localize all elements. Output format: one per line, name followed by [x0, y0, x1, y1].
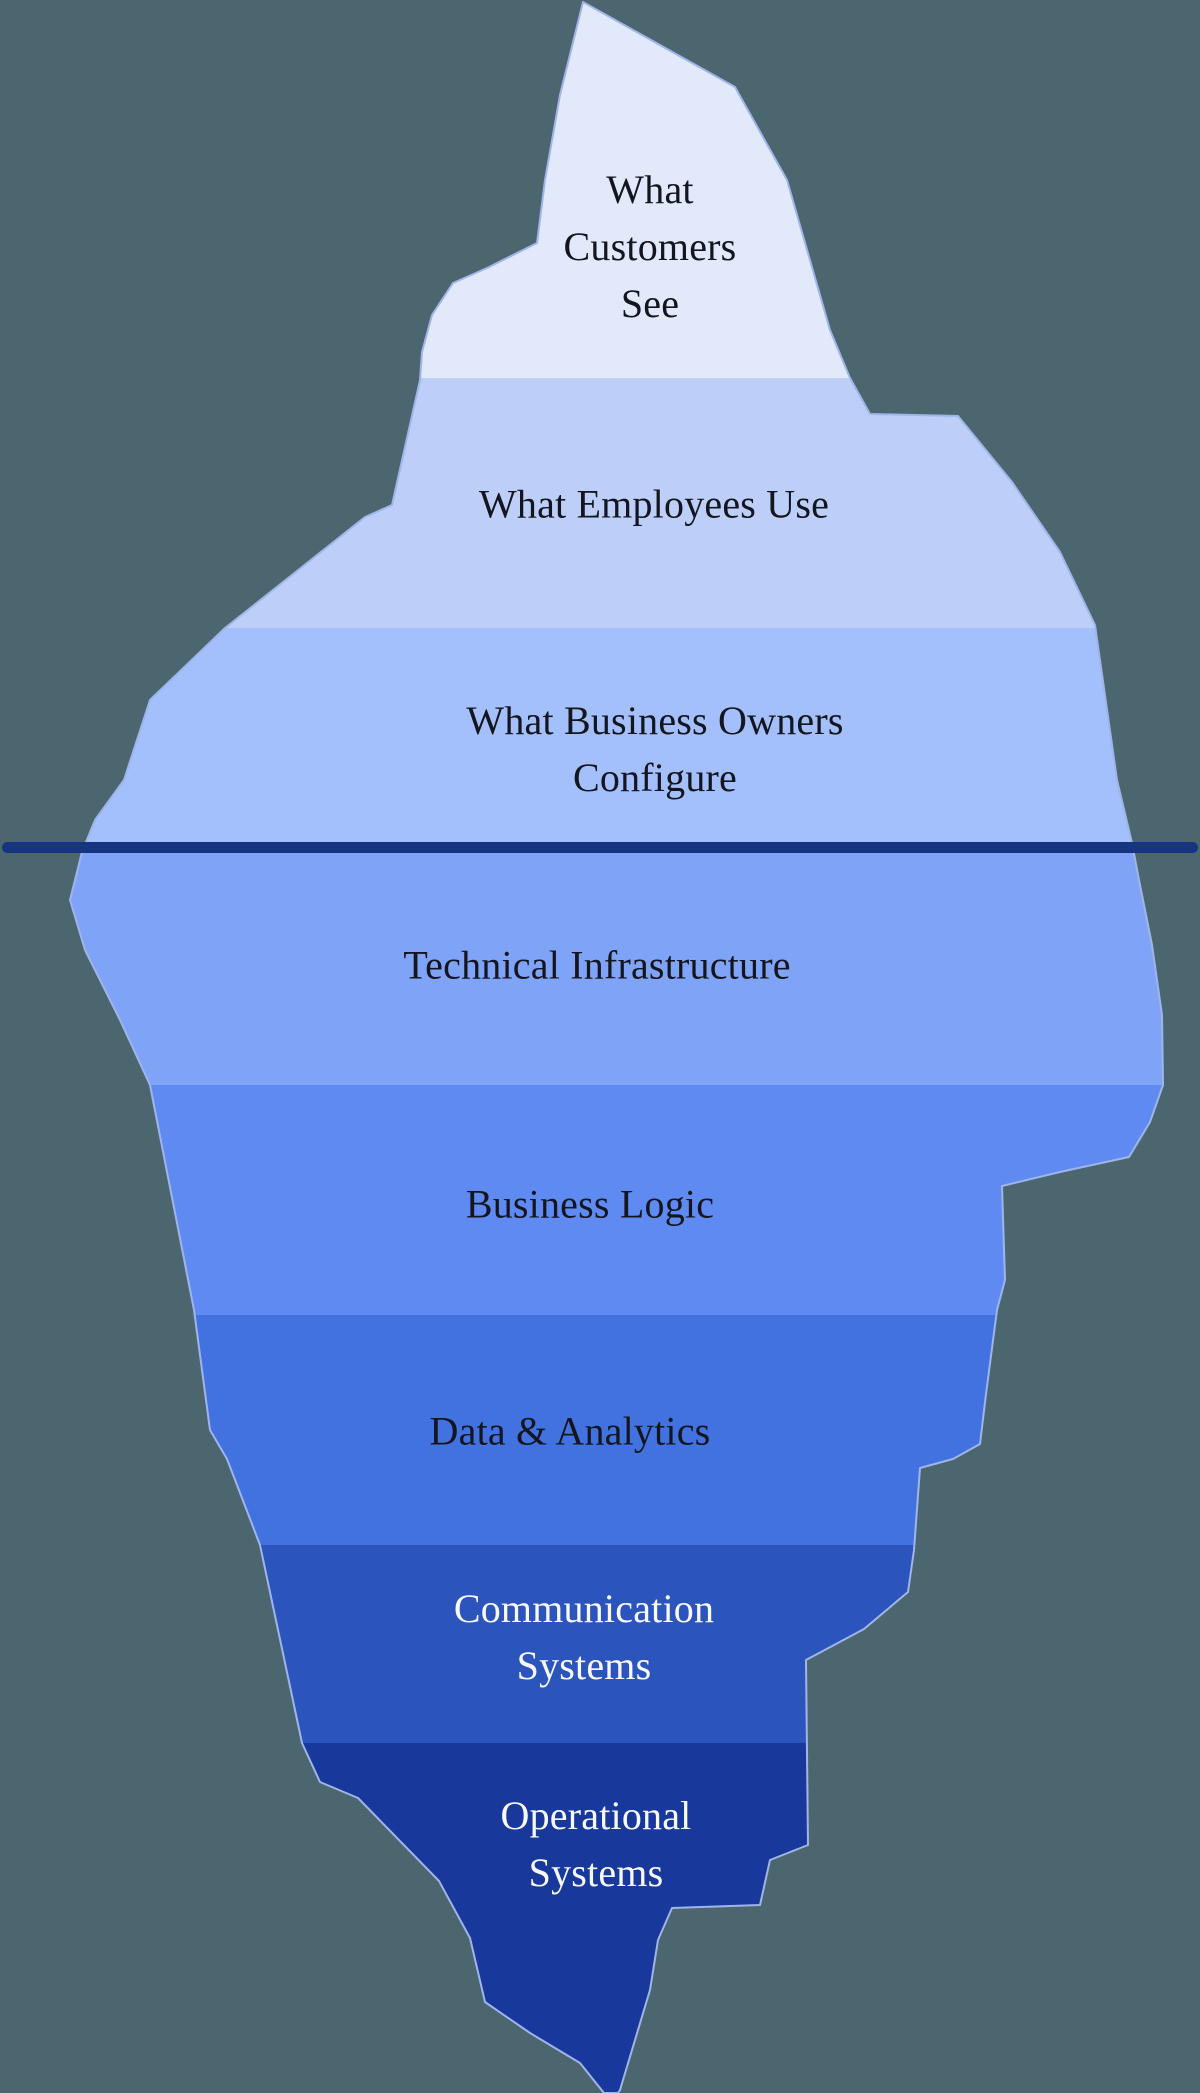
waterline [2, 842, 1198, 853]
iceberg-outline [69, 1, 1164, 2093]
layer-label-communication-systems: Communication Systems [453, 1586, 715, 1688]
layer-fill-business-logic [70, 1085, 1163, 1315]
layer-label-technical-infrastructure: Technical Infrastructure [403, 942, 791, 988]
layer-label-what-customers-see: What Customers See [563, 166, 737, 326]
layer-label-business-logic: Business Logic [465, 1181, 715, 1227]
layer-fill-technical-infrastructure [70, 852, 1163, 1085]
layer-label-operational-systems: Operational Systems [500, 1793, 692, 1895]
layer-label-what-employees-use: What Employees Use [478, 481, 830, 527]
layer-fill-what-business-owners-configure [70, 628, 1163, 852]
layer-label-data-analytics: Data & Analytics [429, 1408, 711, 1454]
layer-label-what-business-owners-configure: What Business Owners Configure [466, 698, 844, 800]
